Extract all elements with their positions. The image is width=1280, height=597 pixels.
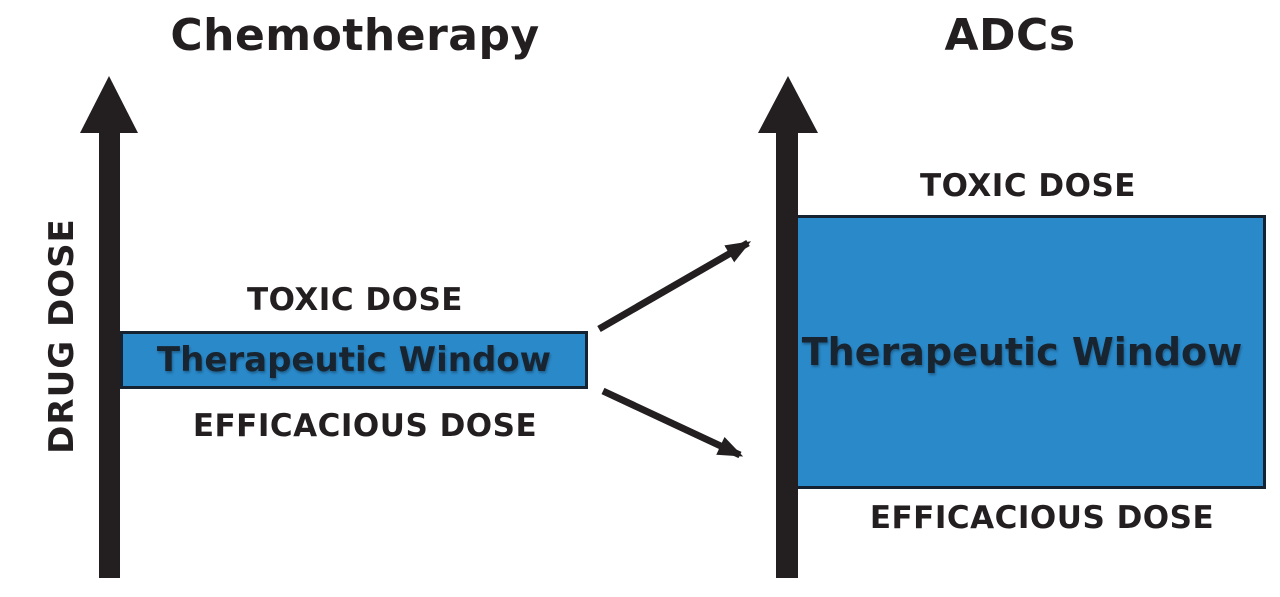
left-therapeutic-window-label: Therapeutic Window (156, 340, 552, 380)
drug-dose-axis-label: DRUG DOSE (42, 218, 82, 454)
expansion-arrow-upper (597, 239, 752, 333)
left-panel-title: Chemotherapy (170, 10, 540, 61)
right-axis-arrowhead-icon (758, 76, 818, 133)
left-efficacious-dose-label: EFFICACIOUS DOSE (192, 408, 538, 444)
left-axis-arrow-shaft (99, 128, 120, 578)
right-therapeutic-window-label: Therapeutic Window (801, 330, 1243, 374)
right-toxic-dose-label: TOXIC DOSE (920, 168, 1136, 204)
expansion-arrow-lower (601, 387, 744, 459)
right-therapeutic-window-box: Therapeutic Window (778, 215, 1266, 489)
left-axis-arrowhead-icon (80, 76, 138, 133)
left-therapeutic-window-box: Therapeutic Window (120, 331, 588, 389)
right-panel-title: ADCs (944, 10, 1076, 61)
right-axis-arrow-shaft (776, 128, 798, 578)
right-efficacious-dose-label: EFFICACIOUS DOSE (869, 500, 1215, 536)
left-toxic-dose-label: TOXIC DOSE (247, 282, 463, 318)
